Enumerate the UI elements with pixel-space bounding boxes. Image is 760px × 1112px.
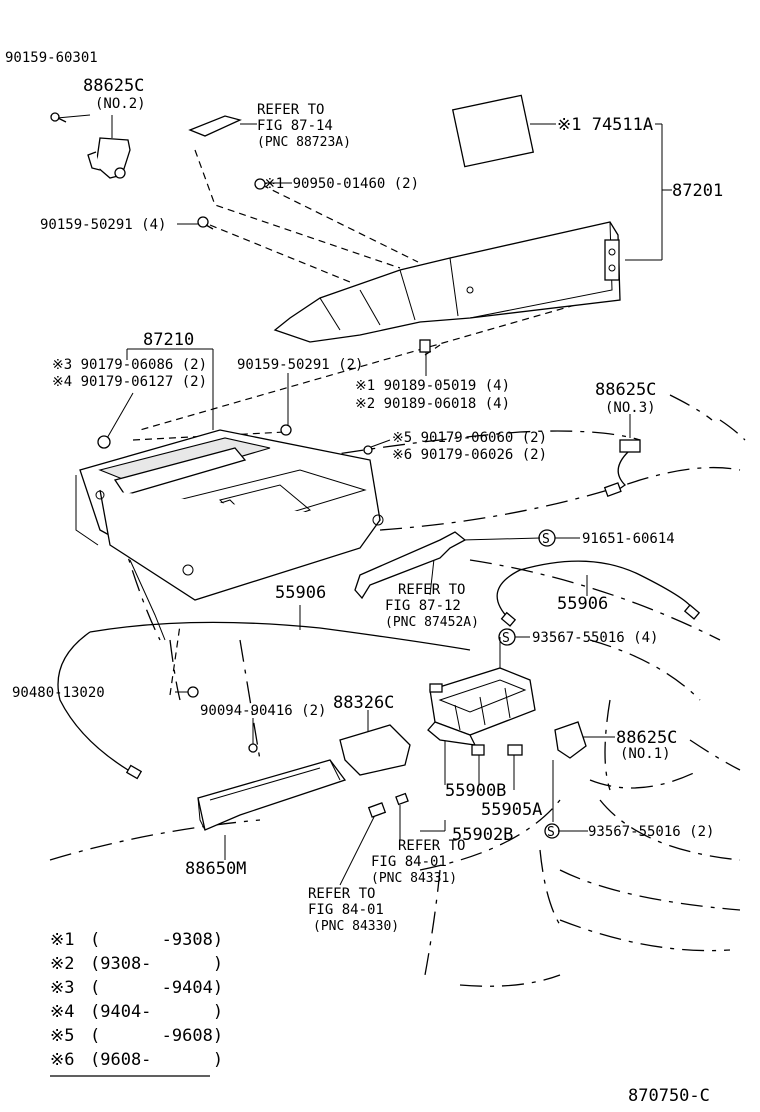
label-90159-50291-2: 90159-50291 (2): [237, 357, 363, 373]
svg-text:S: S: [542, 532, 550, 547]
control-assembly-55902b: [427, 667, 536, 746]
part-labels: 90159-60301 88625C (NO.2) REFER TO FIG 8…: [5, 50, 723, 934]
label-55902b: 55902B: [452, 825, 513, 845]
label-88625c-no1: 88625C: [616, 728, 677, 748]
s-symbol-91651: S: [538, 529, 556, 547]
label-fig-87-14: FIG 87-14: [257, 118, 333, 134]
label-90480-13020: 90480-13020: [12, 685, 105, 701]
nut-90179: [97, 435, 111, 449]
label-88650m: 88650M: [185, 859, 246, 879]
footnote-5-mark: ※5: [50, 1026, 74, 1046]
bracket-88625c-no2: [87, 137, 131, 179]
label-fig-87-12: FIG 87-12: [385, 598, 461, 614]
label-88625c-no2: 88625C: [83, 76, 144, 96]
footnote-2-range: (9308- ): [90, 954, 223, 974]
sheet-88723a: [188, 115, 242, 137]
cable-end-right: [683, 604, 701, 620]
footnote-3-mark: ※3: [50, 978, 74, 998]
label-90159-50291-4: 90159-50291 (4): [40, 217, 166, 233]
label-55900b: 55900B: [445, 781, 506, 801]
duct-87201: [273, 221, 621, 343]
bolt-90159-50291-4: [197, 216, 214, 230]
cable-end-left: [125, 764, 143, 780]
svg-text:S: S: [502, 631, 510, 646]
bulb-84331: [395, 792, 409, 806]
leader-lines: [56, 114, 672, 886]
clip-90480: [187, 686, 199, 698]
screw-90094: [248, 743, 258, 753]
label-93567-55016-4: 93567-55016 (4): [532, 630, 658, 646]
cable-55906-left: [57, 621, 471, 771]
label-pnc-88723a: (PNC 88723A): [257, 135, 351, 150]
label-55905a: 55905A: [481, 800, 542, 820]
svg-text:S: S: [547, 825, 555, 840]
label-pnc-87452a: (PNC 87452A): [385, 615, 479, 630]
label-pnc-84331: (PNC 84331): [371, 871, 457, 886]
label-90159-60301: 90159-60301: [5, 50, 98, 66]
footnote-6-range: (9608- ): [90, 1050, 223, 1070]
label-pnc-84330: (PNC 84330): [313, 919, 399, 934]
footnote-1-range: ( -9308): [90, 930, 223, 950]
screw-90950: [254, 178, 266, 190]
diagram-code: 870750-C: [628, 1086, 710, 1106]
bolt-90159-50291-2: [280, 424, 292, 436]
label-90094-90416: 90094-90416 (2): [200, 703, 326, 719]
label-55906-right: 55906: [557, 594, 608, 614]
nut-90179-060: [363, 445, 373, 455]
label-90179-06127: ※4 90179-06127 (2): [52, 374, 207, 390]
sensor-88625c-no3: [603, 439, 641, 497]
label-90189-06018: ※2 90189-06018 (4): [355, 396, 510, 412]
label-fig-84-01-a: FIG 84-01: [371, 854, 447, 870]
label-refer-84-01-b: REFER TO: [308, 886, 375, 902]
cable-55906-right: [496, 560, 694, 621]
label-90179-06086: ※3 90179-06086 (2): [52, 357, 207, 373]
label-refer-87-14: REFER TO: [257, 102, 324, 118]
label-87210: 87210: [143, 330, 194, 350]
label-no2: (NO.2): [95, 96, 146, 112]
panel-88326c: [339, 724, 411, 776]
label-no1: (NO.1): [620, 746, 671, 762]
clip-90189: [419, 339, 431, 353]
label-90179-06060: ※5 90179-06060 (2): [392, 430, 547, 446]
label-90189-05019: ※1 90189-05019 (4): [355, 378, 510, 394]
label-fig-84-01-b: FIG 84-01: [308, 902, 384, 918]
body-outline-lines: [49, 394, 746, 987]
footnote-4-mark: ※4: [50, 1002, 74, 1022]
knob-55905a: [507, 744, 523, 756]
sensor-88625c-no1: [554, 721, 587, 759]
label-no3: (NO.3): [605, 400, 656, 416]
footnote-2-mark: ※2: [50, 954, 74, 974]
label-90179-06026: ※6 90179-06026 (2): [392, 447, 547, 463]
unit-87210: [75, 429, 384, 641]
footnote-4-range: (9404- ): [90, 1002, 223, 1022]
footnote-1-mark: ※1: [50, 930, 74, 950]
label-93567-55016-2: 93567-55016 (2): [588, 824, 714, 840]
footnotes: ※1 ( -9308) ※2 (9308- ) ※3 ( -9404) ※4 (…: [50, 930, 223, 1077]
s-symbol-93567-2: S: [544, 823, 560, 840]
bracket-87452a: [354, 531, 467, 600]
footnote-6-mark: ※6: [50, 1050, 74, 1070]
bulb-84330: [367, 802, 387, 818]
label-87201: 87201: [672, 181, 723, 201]
label-88326c: 88326C: [333, 693, 394, 713]
label-plate-74511a: [451, 94, 535, 168]
footnote-5-range: ( -9608): [90, 1026, 223, 1046]
knob-55900b: [471, 744, 485, 756]
cable-end-mid: [500, 611, 517, 627]
label-91651-60614: 91651-60614: [582, 531, 675, 547]
bolt-90159-60301: [50, 112, 67, 123]
s-symbol-93567-4: S: [498, 628, 516, 646]
label-88625c-no3: 88625C: [595, 380, 656, 400]
label-refer-87-12: REFER TO: [398, 582, 465, 598]
label-55906-left: 55906: [275, 583, 326, 603]
amplifier-88650m: [197, 759, 347, 831]
label-74511a: ※1 74511A: [557, 115, 653, 135]
footnote-3-range: ( -9404): [90, 978, 223, 998]
label-90950: ※1 90950-01460 (2): [264, 176, 419, 192]
label-refer-84-01-a: REFER TO: [398, 838, 465, 854]
